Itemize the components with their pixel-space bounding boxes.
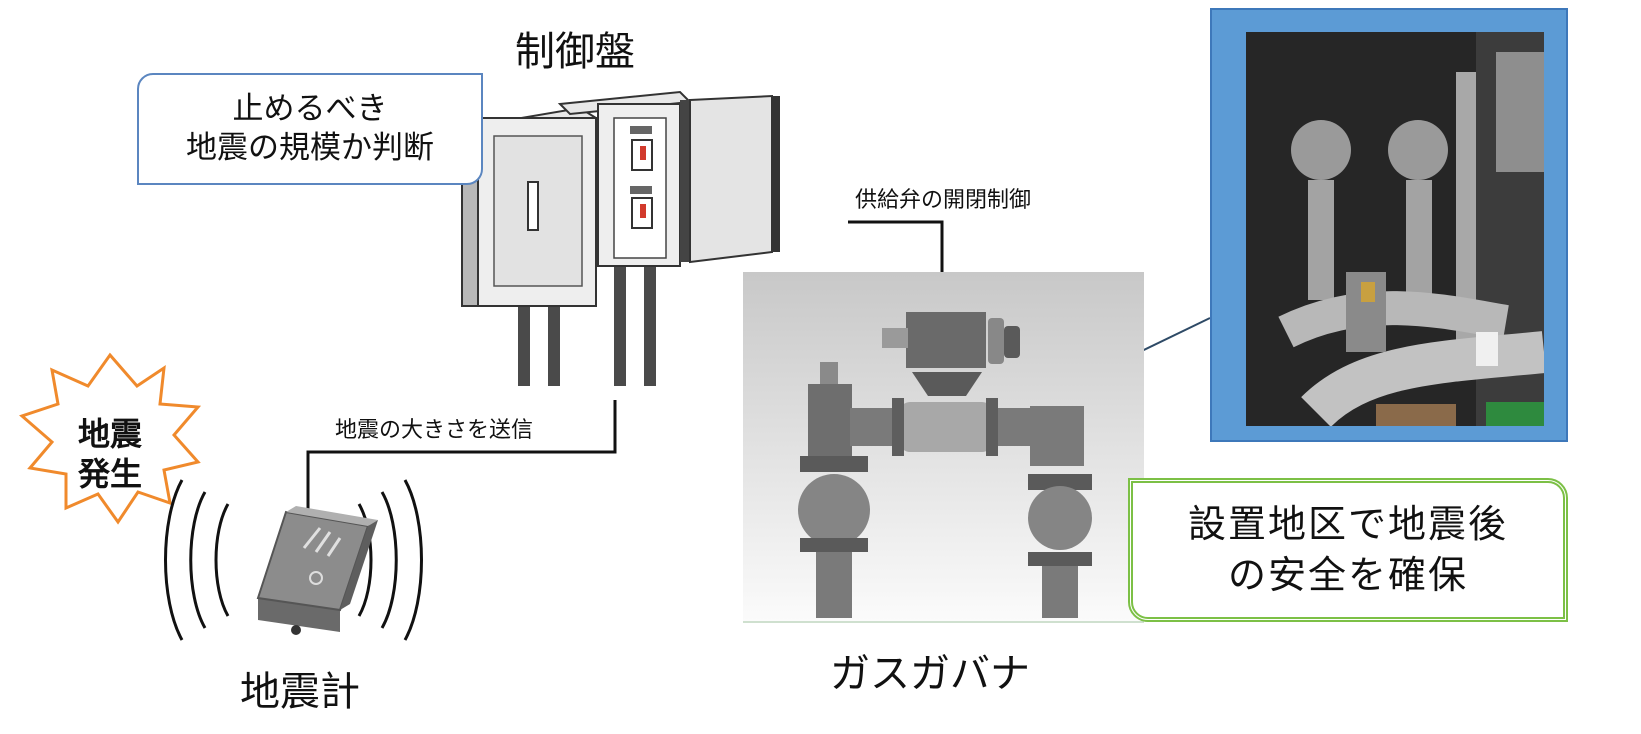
- earthquake-text-line2: 発生: [77, 455, 142, 493]
- judgment-text-line2: 地震の規模か判断: [186, 130, 434, 166]
- judgment-callout: 止めるべき 地震の規模か判断: [137, 73, 483, 185]
- safety-assurance-box: 設置地区で地震後 の安全を確保: [1128, 478, 1568, 622]
- gas-governor-label: ガスガバナ: [830, 651, 1030, 697]
- gas-governor-illustration: [743, 272, 1144, 623]
- site-photo: [1246, 32, 1544, 426]
- site-photo-pipes: [1246, 32, 1544, 426]
- seismometer-illustration: [256, 506, 378, 635]
- control-panel-illustration: [459, 90, 780, 386]
- supply-control-line: [848, 220, 944, 272]
- seismometer-label: 地震計: [240, 669, 360, 715]
- judgment-text-line1: 止めるべき: [232, 91, 388, 128]
- control-panel-label: 制御盤: [515, 29, 635, 75]
- signal-line: [306, 400, 617, 510]
- safety-text-line2: の安全を確保: [1227, 553, 1468, 597]
- send-size-label: 地震の大きさを送信: [335, 418, 534, 443]
- earthquake-occurrence-label: 地震 発生: [60, 414, 160, 494]
- earthquake-burst-icon: [19, 352, 202, 525]
- supply-valve-label: 供給弁の開閉制御: [855, 188, 1032, 213]
- site-photo-frame: [1210, 8, 1568, 442]
- earthquake-text-line1: 地震: [77, 415, 142, 453]
- safety-text-line1: 設置地区で地震後: [1187, 501, 1508, 546]
- vibration-waves-icon: [164, 479, 423, 641]
